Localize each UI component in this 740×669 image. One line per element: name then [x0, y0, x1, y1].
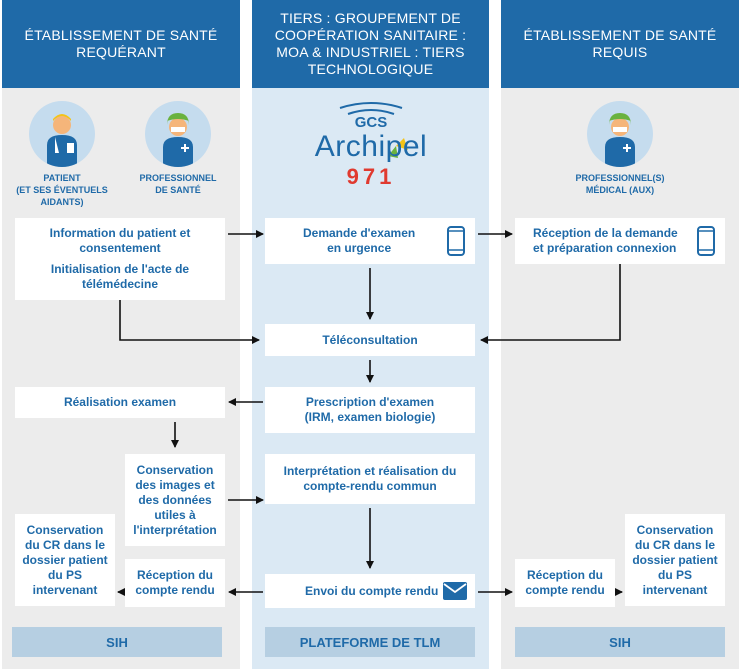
- patient-icon: [29, 101, 95, 167]
- step-realisation-examen: Réalisation examen: [15, 387, 225, 418]
- step-realisation-label: Réalisation examen: [63, 395, 177, 409]
- step-conservation-cr-right-label: Conservation du CR dans le dossier patie…: [632, 522, 718, 597]
- actor-professionnel-label: PROFESSIONNEL DE SANTÉ: [139, 173, 217, 195]
- arrow-initialisation-to-teleconsultation: [119, 300, 260, 344]
- step-information-label: Information du patient et consentement: [49, 226, 191, 255]
- step-reception-cr-left-label: Réception du compte rendu: [135, 568, 215, 597]
- gcs-archipel-logo: GCS Archipel 971: [300, 100, 442, 192]
- step-conservation-images-label: Conservation des images et des données u…: [133, 462, 217, 537]
- step-prescription-label: Prescription d'examen (IRM, examen biolo…: [304, 395, 436, 424]
- footer-plateforme-label: PLATEFORME DE TLM: [299, 634, 441, 650]
- header-requis: ÉTABLISSEMENT DE SANTÉ REQUIS: [501, 0, 739, 88]
- step-reception-cr-right: Réception du compte rendu: [515, 559, 615, 607]
- footer-sih-right-label: SIH: [609, 634, 631, 650]
- step-demande-examen: Demande d'examen en urgence: [265, 218, 475, 264]
- step-conservation-images: Conservation des images et des données u…: [125, 454, 225, 546]
- step-information-initialisation: Information du patient et consentement I…: [15, 218, 225, 300]
- header-requerant: ÉTABLISSEMENT DE SANTÉ REQUÉRANT: [2, 0, 240, 88]
- footer-sih-left-label: SIH: [106, 634, 128, 650]
- step-initialisation-label: Initialisation de l'acte de télémédecine: [50, 262, 190, 291]
- step-conservation-cr-right: Conservation du CR dans le dossier patie…: [625, 514, 725, 606]
- doctor-icon: [587, 101, 653, 167]
- envelope-icon: [443, 582, 467, 604]
- doctor-icon: [145, 101, 211, 167]
- step-envoi-compte-rendu: Envoi du compte rendu: [265, 574, 475, 608]
- step-reception-cr-left: Réception du compte rendu: [125, 559, 225, 607]
- header-tiers-label: TIERS : GROUPEMENT DE COOPÉRATION SANITA…: [274, 10, 467, 77]
- step-reception-demande: Réception de la demande et préparation c…: [515, 218, 725, 264]
- logo-gcs-text: GCS: [354, 114, 388, 131]
- step-reception-cr-right-label: Réception du compte rendu: [525, 568, 605, 597]
- arrow-reception-to-teleconsultation: [480, 264, 621, 344]
- step-envoi-label: Envoi du compte rendu: [305, 583, 439, 598]
- header-requis-label: ÉTABLISSEMENT DE SANTÉ REQUIS: [523, 27, 717, 60]
- step-reception-demande-label: Réception de la demande et préparation c…: [533, 226, 678, 255]
- footer-plateforme-tlm: PLATEFORME DE TLM: [265, 627, 475, 657]
- header-requerant-label: ÉTABLISSEMENT DE SANTÉ REQUÉRANT: [24, 27, 218, 60]
- actor-requis-label: PROFESSIONNEL(S) MÉDICAL (AUX): [575, 173, 665, 195]
- smartphone-icon: [697, 226, 715, 260]
- smartphone-icon: [447, 226, 465, 260]
- logo-number: 971: [300, 164, 442, 190]
- logo-number-text: 971: [346, 164, 396, 189]
- step-teleconsultation: Téléconsultation: [265, 324, 475, 356]
- footer-sih-left: SIH: [12, 627, 222, 657]
- step-prescription: Prescription d'examen (IRM, examen biolo…: [265, 387, 475, 433]
- step-interpretation: Interprétation et réalisation du compte-…: [265, 454, 475, 504]
- actor-patient-label: PATIENT (ET SES ÉVENTUELS AIDANTS): [16, 173, 108, 207]
- header-tiers: TIERS : GROUPEMENT DE COOPÉRATION SANITA…: [252, 0, 489, 88]
- logo-name-text: Archipel: [314, 130, 428, 163]
- step-teleconsultation-label: Téléconsultation: [322, 332, 418, 347]
- footer-sih-right: SIH: [515, 627, 725, 657]
- step-interpretation-label: Interprétation et réalisation du compte-…: [283, 464, 457, 493]
- step-conservation-cr-left: Conservation du CR dans le dossier patie…: [15, 514, 115, 606]
- step-conservation-cr-left-label: Conservation du CR dans le dossier patie…: [22, 522, 108, 597]
- step-demande-label: Demande d'examen en urgence: [303, 226, 416, 255]
